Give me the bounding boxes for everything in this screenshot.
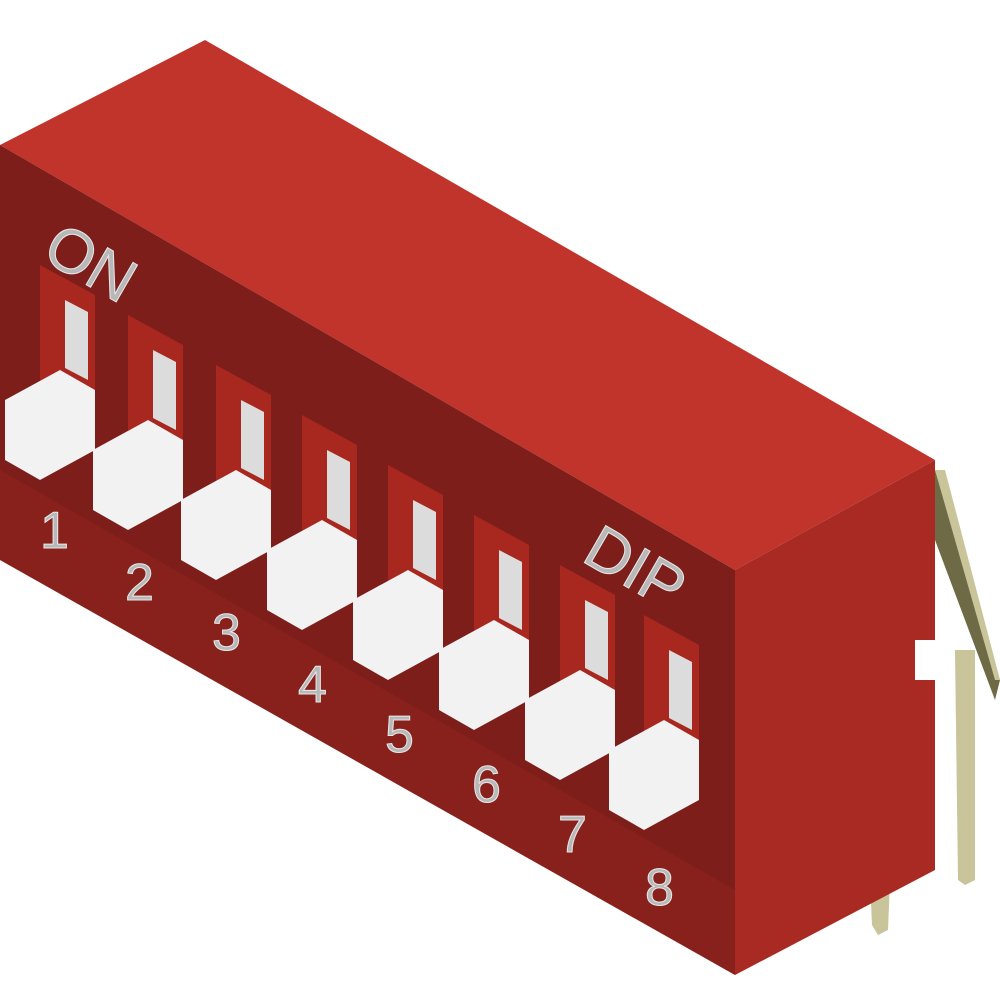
switch-number-5: 5	[385, 706, 414, 764]
switch-number-3: 3	[212, 604, 241, 662]
switch-2[interactable]	[93, 315, 183, 530]
switch-number-1: 1	[40, 502, 69, 560]
switch-5[interactable]	[353, 465, 443, 680]
switch-number-2: 2	[125, 554, 154, 612]
switch-7[interactable]	[525, 565, 615, 780]
switch-6[interactable]	[439, 515, 529, 730]
body-side	[735, 460, 935, 975]
switch-number-4: 4	[298, 656, 327, 714]
switches	[5, 265, 699, 830]
switch-number-7: 7	[558, 806, 587, 864]
switch-number-8: 8	[645, 859, 674, 917]
switch-1[interactable]	[5, 265, 95, 480]
switch-3[interactable]	[181, 365, 271, 580]
switch-8[interactable]	[609, 615, 699, 830]
switch-number-6: 6	[472, 756, 501, 814]
body-top	[0, 40, 935, 570]
switch-4[interactable]	[267, 415, 357, 630]
